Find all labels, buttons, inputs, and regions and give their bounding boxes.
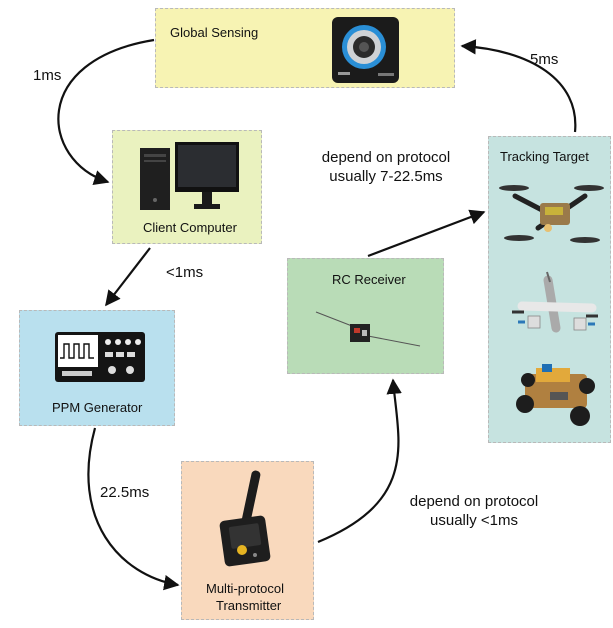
latency-receiver-to-target-line1: depend on protocol [321, 149, 451, 166]
oscilloscope-icon [55, 332, 145, 382]
arrow-receiver-to-target [367, 209, 486, 258]
rc-receiver-box: RC Receiver [287, 258, 444, 374]
transmitter-label-line2: Transmitter [216, 598, 282, 613]
arrow-transmitter-to-receiver [317, 378, 402, 544]
latency-transmitter-to-receiver-line2: usually <1ms [430, 512, 518, 529]
arrow-ppm-to-transmitter [87, 427, 180, 591]
arrow-target-to-sensing [460, 39, 577, 133]
vtol-plane-icon [512, 271, 598, 333]
latency-receiver-to-target: depend on protocol usually 7-22.5ms [297, 148, 475, 186]
computer-icon [140, 142, 239, 210]
client-computer-label: Client Computer [143, 220, 237, 235]
rc-receiver-label: RC Receiver [332, 272, 406, 287]
global-sensing-label: Global Sensing [170, 25, 259, 40]
transmitter-icon [219, 470, 271, 567]
transmitter-label-line1: Multi-protocol [206, 581, 285, 596]
latency-target-to-sensing: 5ms [530, 51, 559, 68]
receiver-icon [315, 311, 421, 347]
latency-transmitter-to-receiver: depend on protocol usually <1ms [385, 492, 563, 530]
latency-transmitter-to-receiver-line1: depend on protocol [409, 493, 539, 510]
drone-icon [499, 185, 604, 243]
ground-robot-icon [516, 364, 595, 426]
ppm-generator-label: PPM Generator [52, 400, 143, 415]
latency-client-to-ppm: <1ms [166, 264, 204, 281]
tracking-target-label: Tracking Target [500, 149, 589, 164]
arrow-sensing-to-client [57, 38, 155, 186]
latency-sensing-to-client: 1ms [33, 67, 62, 84]
latency-receiver-to-target-line2: usually 7-22.5ms [329, 168, 443, 185]
latency-ppm-to-transmitter: 22.5ms [100, 484, 150, 501]
global-sensing-box: Global Sensing [155, 8, 455, 88]
arrow-client-to-ppm [105, 247, 151, 307]
camera-icon [332, 17, 399, 83]
